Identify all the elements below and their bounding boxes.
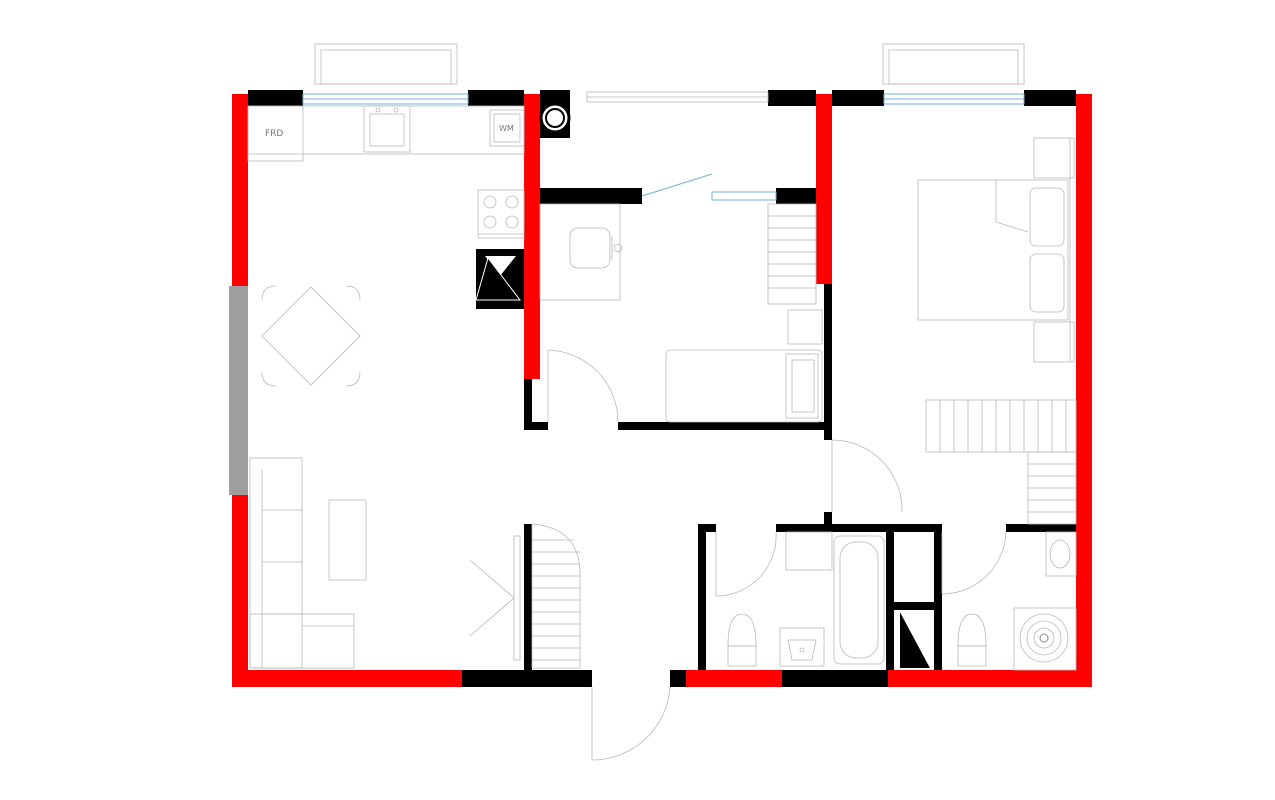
double-bed [917, 179, 1069, 321]
vent-pipe-inner [545, 108, 565, 128]
tv-unit [469, 535, 521, 661]
bathroom-2-fixtures [957, 531, 1077, 671]
wall-east [1076, 94, 1092, 687]
shower-tray [1013, 607, 1077, 671]
kitchen-counter [247, 105, 525, 155]
bath1-sink [779, 627, 825, 667]
kitchen-sink [363, 105, 411, 153]
toilet-2 [957, 613, 987, 667]
north-wall-segment-3 [768, 90, 816, 106]
study-wall-left-stub [524, 379, 532, 429]
south-wall-black-mid [782, 670, 888, 687]
door-bedroom[interactable] [831, 439, 903, 513]
nightstand-top [1033, 137, 1075, 179]
exterior-walls [232, 94, 1092, 687]
fridge [247, 105, 304, 162]
door-study[interactable] [547, 349, 619, 423]
wall-south-mid [686, 670, 782, 687]
toilet-1 [727, 613, 757, 667]
kitchen-living-furniture: FRD WM [247, 105, 525, 669]
bath1-west-wall [698, 524, 706, 670]
fridge-label: FRD [265, 129, 283, 139]
washer [489, 109, 525, 147]
entry-closet [531, 523, 581, 669]
nightstand [787, 309, 823, 345]
bath2-west-wall [934, 532, 942, 670]
single-bed [665, 349, 823, 423]
bath2-sink [1045, 531, 1077, 577]
north-wall-segment-5 [1024, 90, 1076, 106]
nightstand-bottom [1033, 321, 1075, 363]
north-wall-segment-2 [468, 90, 524, 106]
entry-wall-right [670, 670, 686, 687]
door-entrance[interactable] [591, 686, 671, 761]
entry-wall-left [462, 670, 592, 687]
bath2-north-wall [1006, 524, 1076, 532]
wall-north-corner-east [1076, 94, 1092, 106]
study-closet-wall-left [540, 188, 642, 204]
windows [302, 43, 1025, 201]
stair-wall-divider [524, 524, 532, 670]
window-study-closet [641, 173, 777, 201]
bath-shaft-cut [900, 612, 930, 668]
doors [547, 349, 1007, 761]
wardrobe [767, 203, 817, 305]
pillow-bottom [1029, 253, 1065, 313]
dining-table [261, 285, 361, 387]
north-wall-segment-1 [248, 90, 303, 106]
bath1-west-wall-top [698, 524, 716, 532]
desk-chair [569, 227, 611, 269]
bath-north-wall-stub [824, 512, 832, 532]
wall-divider-study-bedroom [816, 94, 832, 284]
wall-west-upper [232, 94, 248, 286]
bath-north-wall [776, 524, 942, 532]
study-closet-wall-right [776, 188, 816, 204]
study-south-wall-left [524, 422, 548, 430]
chimney-flue [485, 256, 516, 276]
sofa [249, 457, 355, 669]
wall-south-west [232, 670, 462, 687]
bath-shaft-top [894, 602, 934, 610]
study-furniture [539, 203, 823, 423]
desk [539, 203, 621, 301]
bedroom-west-wall [824, 284, 832, 440]
bathtub [833, 535, 885, 665]
pillow-top [1029, 187, 1065, 247]
wall-west-lower [232, 495, 248, 687]
large-window-west [229, 286, 248, 495]
bath1-cabinet [785, 531, 833, 571]
window-study [586, 91, 769, 103]
bedroom-wardrobe [925, 399, 1077, 453]
interior-walls [248, 90, 1076, 687]
wall-south-east [888, 670, 1092, 687]
window-bedroom [882, 43, 1025, 105]
bathroom-1-fixtures [727, 531, 885, 667]
stove [477, 189, 525, 239]
north-wall-segment-4 [832, 90, 884, 106]
coffee-table [328, 499, 367, 581]
wall-divider-kitchen-study [524, 94, 540, 379]
door-bathroom-2[interactable] [941, 531, 1007, 595]
hall-closet [1027, 451, 1077, 525]
door-bathroom-1[interactable] [715, 531, 777, 597]
chimney-flue-2 [475, 256, 522, 301]
bedroom-furniture [917, 137, 1077, 525]
bath-divider-wall [886, 532, 894, 670]
washer-label: WM [499, 124, 514, 133]
window-kitchen [302, 43, 469, 105]
study-south-wall-right [618, 422, 832, 430]
